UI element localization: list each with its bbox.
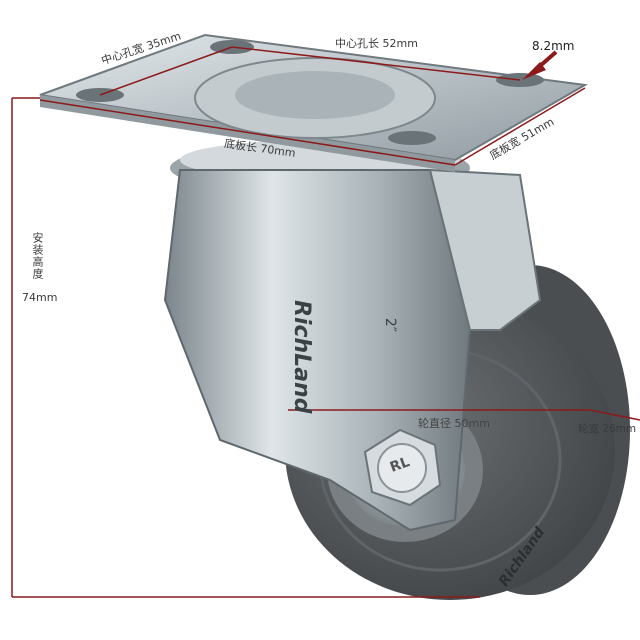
fork-brand-text: RichLand xyxy=(289,300,314,414)
center-hole-length-line xyxy=(231,46,521,81)
install-height-label: 安装高度 xyxy=(31,232,44,280)
plate-width-line xyxy=(454,87,586,166)
center-hole-length-label: 中心孔长 52mm xyxy=(335,37,418,50)
hole-arrow xyxy=(522,50,558,80)
dimension-lines xyxy=(11,46,640,598)
mount-hole xyxy=(388,131,436,145)
center-hole-width-line xyxy=(99,46,233,96)
hole-diameter-label: 8.2mm xyxy=(532,39,575,53)
wheel-width-line xyxy=(589,409,640,421)
install-height-value: 74mm xyxy=(22,291,58,304)
fork-size-text: 2″ xyxy=(382,317,399,333)
wheel-width-label: 轮宽 26mm xyxy=(578,423,637,435)
plate-length-line xyxy=(39,99,456,166)
wheel-diameter-label: 轮直径 50mm xyxy=(418,417,490,430)
